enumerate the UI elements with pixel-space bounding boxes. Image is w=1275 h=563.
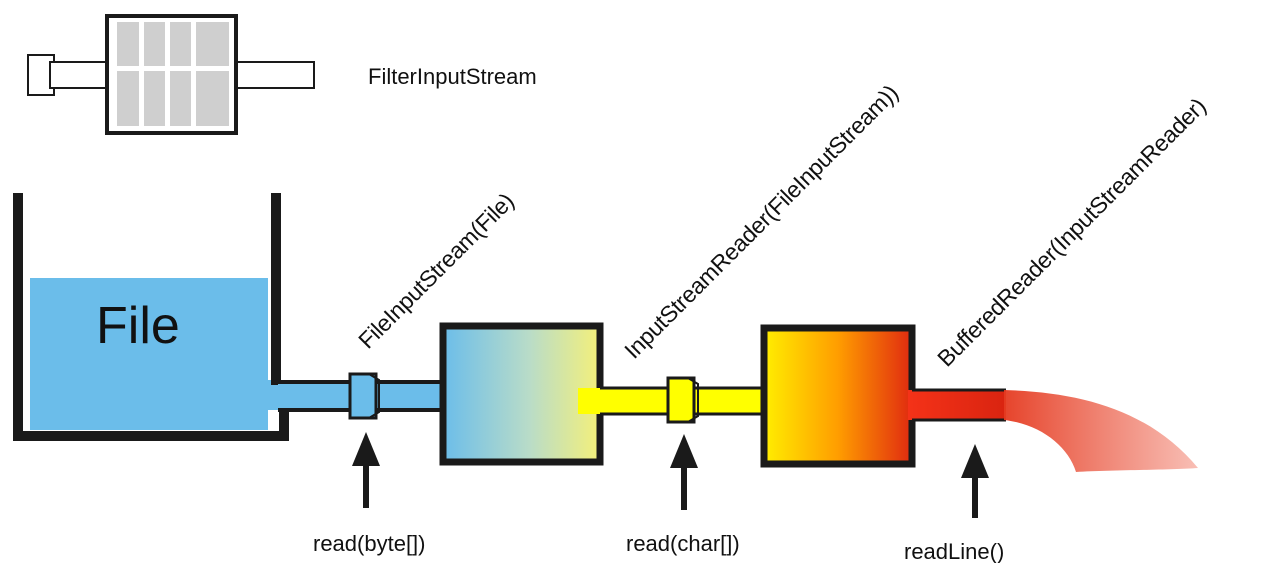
method-readline: readLine(): [904, 539, 1004, 563]
pipe-joint-2: [666, 376, 699, 424]
output-spray: [1004, 390, 1198, 472]
file-tank: [13, 193, 289, 441]
inputstreamreader-box: [760, 324, 916, 468]
arrow-readline: [961, 444, 989, 518]
file-tank-label: File: [96, 297, 180, 355]
method-read-char: read(char[]): [626, 531, 740, 556]
arrow-read-char: [670, 434, 698, 510]
pipe-joint-1: [348, 372, 380, 420]
fileinputstream-box: [439, 322, 604, 466]
pipe-line-stream: [908, 388, 1006, 422]
filter-legend-icon: [27, 14, 315, 135]
filter-legend-label: FilterInputStream: [368, 64, 537, 89]
stage-label-inputstreamreader: InputStreamReader(FileInputStream)): [619, 80, 903, 364]
arrow-read-byte: [352, 432, 380, 508]
method-read-byte: read(byte[]): [313, 531, 426, 556]
stage-label-bufferedreader: BufferedReader(InputStreamReader): [932, 93, 1211, 372]
